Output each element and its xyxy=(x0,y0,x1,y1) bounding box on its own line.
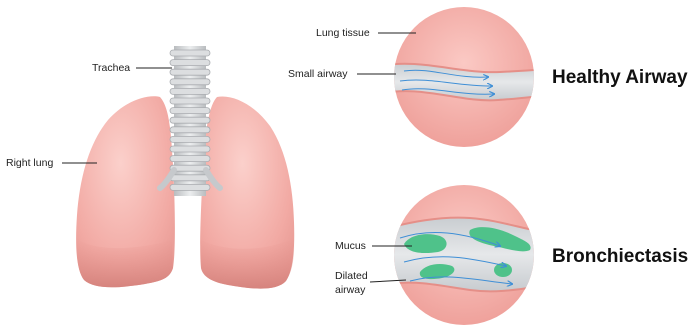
trachea-ring xyxy=(170,69,210,75)
trachea-ring xyxy=(170,175,210,181)
left-lung xyxy=(200,96,294,288)
lung-tissue-label: Lung tissue xyxy=(316,27,370,39)
mucus-label: Mucus xyxy=(335,240,366,252)
trachea-ring xyxy=(170,108,210,114)
small-airway-label: Small airway xyxy=(288,68,348,80)
trachea-ring xyxy=(170,117,210,123)
right-lung xyxy=(76,96,175,287)
trachea-ring xyxy=(170,60,210,66)
trachea-ring xyxy=(170,79,210,85)
trachea-ring xyxy=(170,136,210,142)
right-lung-label: Right lung xyxy=(6,157,53,169)
dilated-airway-label-line1: Dilated xyxy=(335,270,368,282)
trachea-ring xyxy=(170,98,210,104)
healthy-airway-title: Healthy Airway xyxy=(552,67,688,88)
trachea-ring xyxy=(170,156,210,162)
lungs-illustration xyxy=(76,46,294,289)
dilated-airway-label-line2: airway xyxy=(335,284,366,296)
trachea-ring xyxy=(170,50,210,56)
trachea-ring xyxy=(170,88,210,94)
bronchiectasis-title: Bronchiectasis xyxy=(552,246,688,267)
trachea-ring xyxy=(170,127,210,133)
bronchiectasis-circle xyxy=(380,185,550,325)
trachea-label: Trachea xyxy=(92,62,130,74)
trachea-ring xyxy=(170,184,210,190)
healthy-airway-circle xyxy=(380,7,550,147)
trachea-ring xyxy=(170,146,210,152)
